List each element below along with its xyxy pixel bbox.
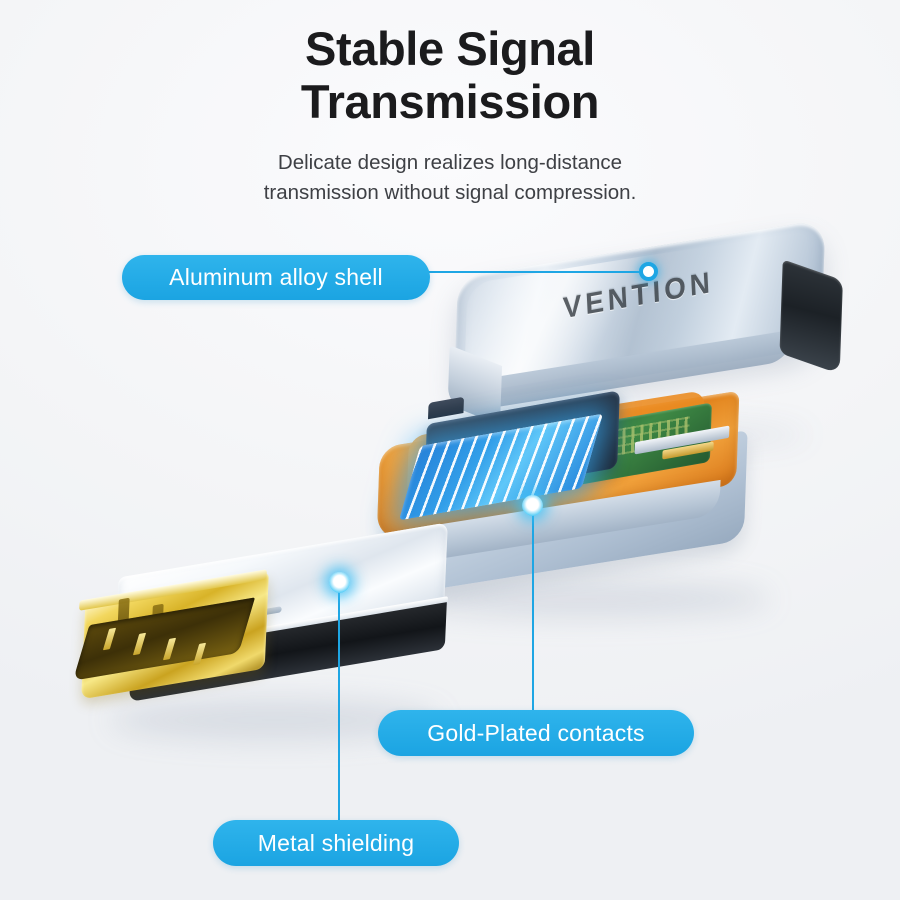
callout-label: Aluminum alloy shell (169, 264, 383, 290)
page-title: Stable Signal Transmission (0, 22, 900, 128)
callout-metal-shielding[interactable]: Metal shielding (213, 820, 459, 866)
leader-line-metal-shielding (338, 582, 340, 821)
subtitle-line-1: Delicate design realizes long-distance (277, 151, 623, 174)
header: Stable Signal Transmission Delicate desi… (0, 22, 900, 208)
connector-tab (427, 396, 465, 420)
leader-line-gold-plated-contacts (532, 505, 534, 711)
callout-label: Gold-Plated contacts (427, 719, 645, 746)
inner-body-drop-shadow (400, 580, 770, 618)
subtitle-line-2: transmission without signal compression. (263, 181, 637, 204)
leader-line-aluminum-alloy-shell (428, 271, 646, 273)
title-line-2: Transmission (300, 75, 600, 128)
marker-dot-gold-plated-contacts (522, 495, 543, 516)
shell-end-face (779, 259, 843, 375)
marker-dot-aluminum-alloy-shell (639, 262, 658, 281)
callout-label: Metal shielding (257, 829, 415, 856)
page-subtitle: Delicate design realizes long-distance t… (0, 148, 900, 208)
title-line-1: Stable Signal (305, 22, 595, 75)
marker-dot-metal-shielding (329, 572, 350, 593)
callout-gold-plated-contacts[interactable]: Gold-Plated contacts (378, 710, 694, 756)
callout-aluminum-alloy-shell[interactable]: Aluminum alloy shell (122, 255, 430, 300)
